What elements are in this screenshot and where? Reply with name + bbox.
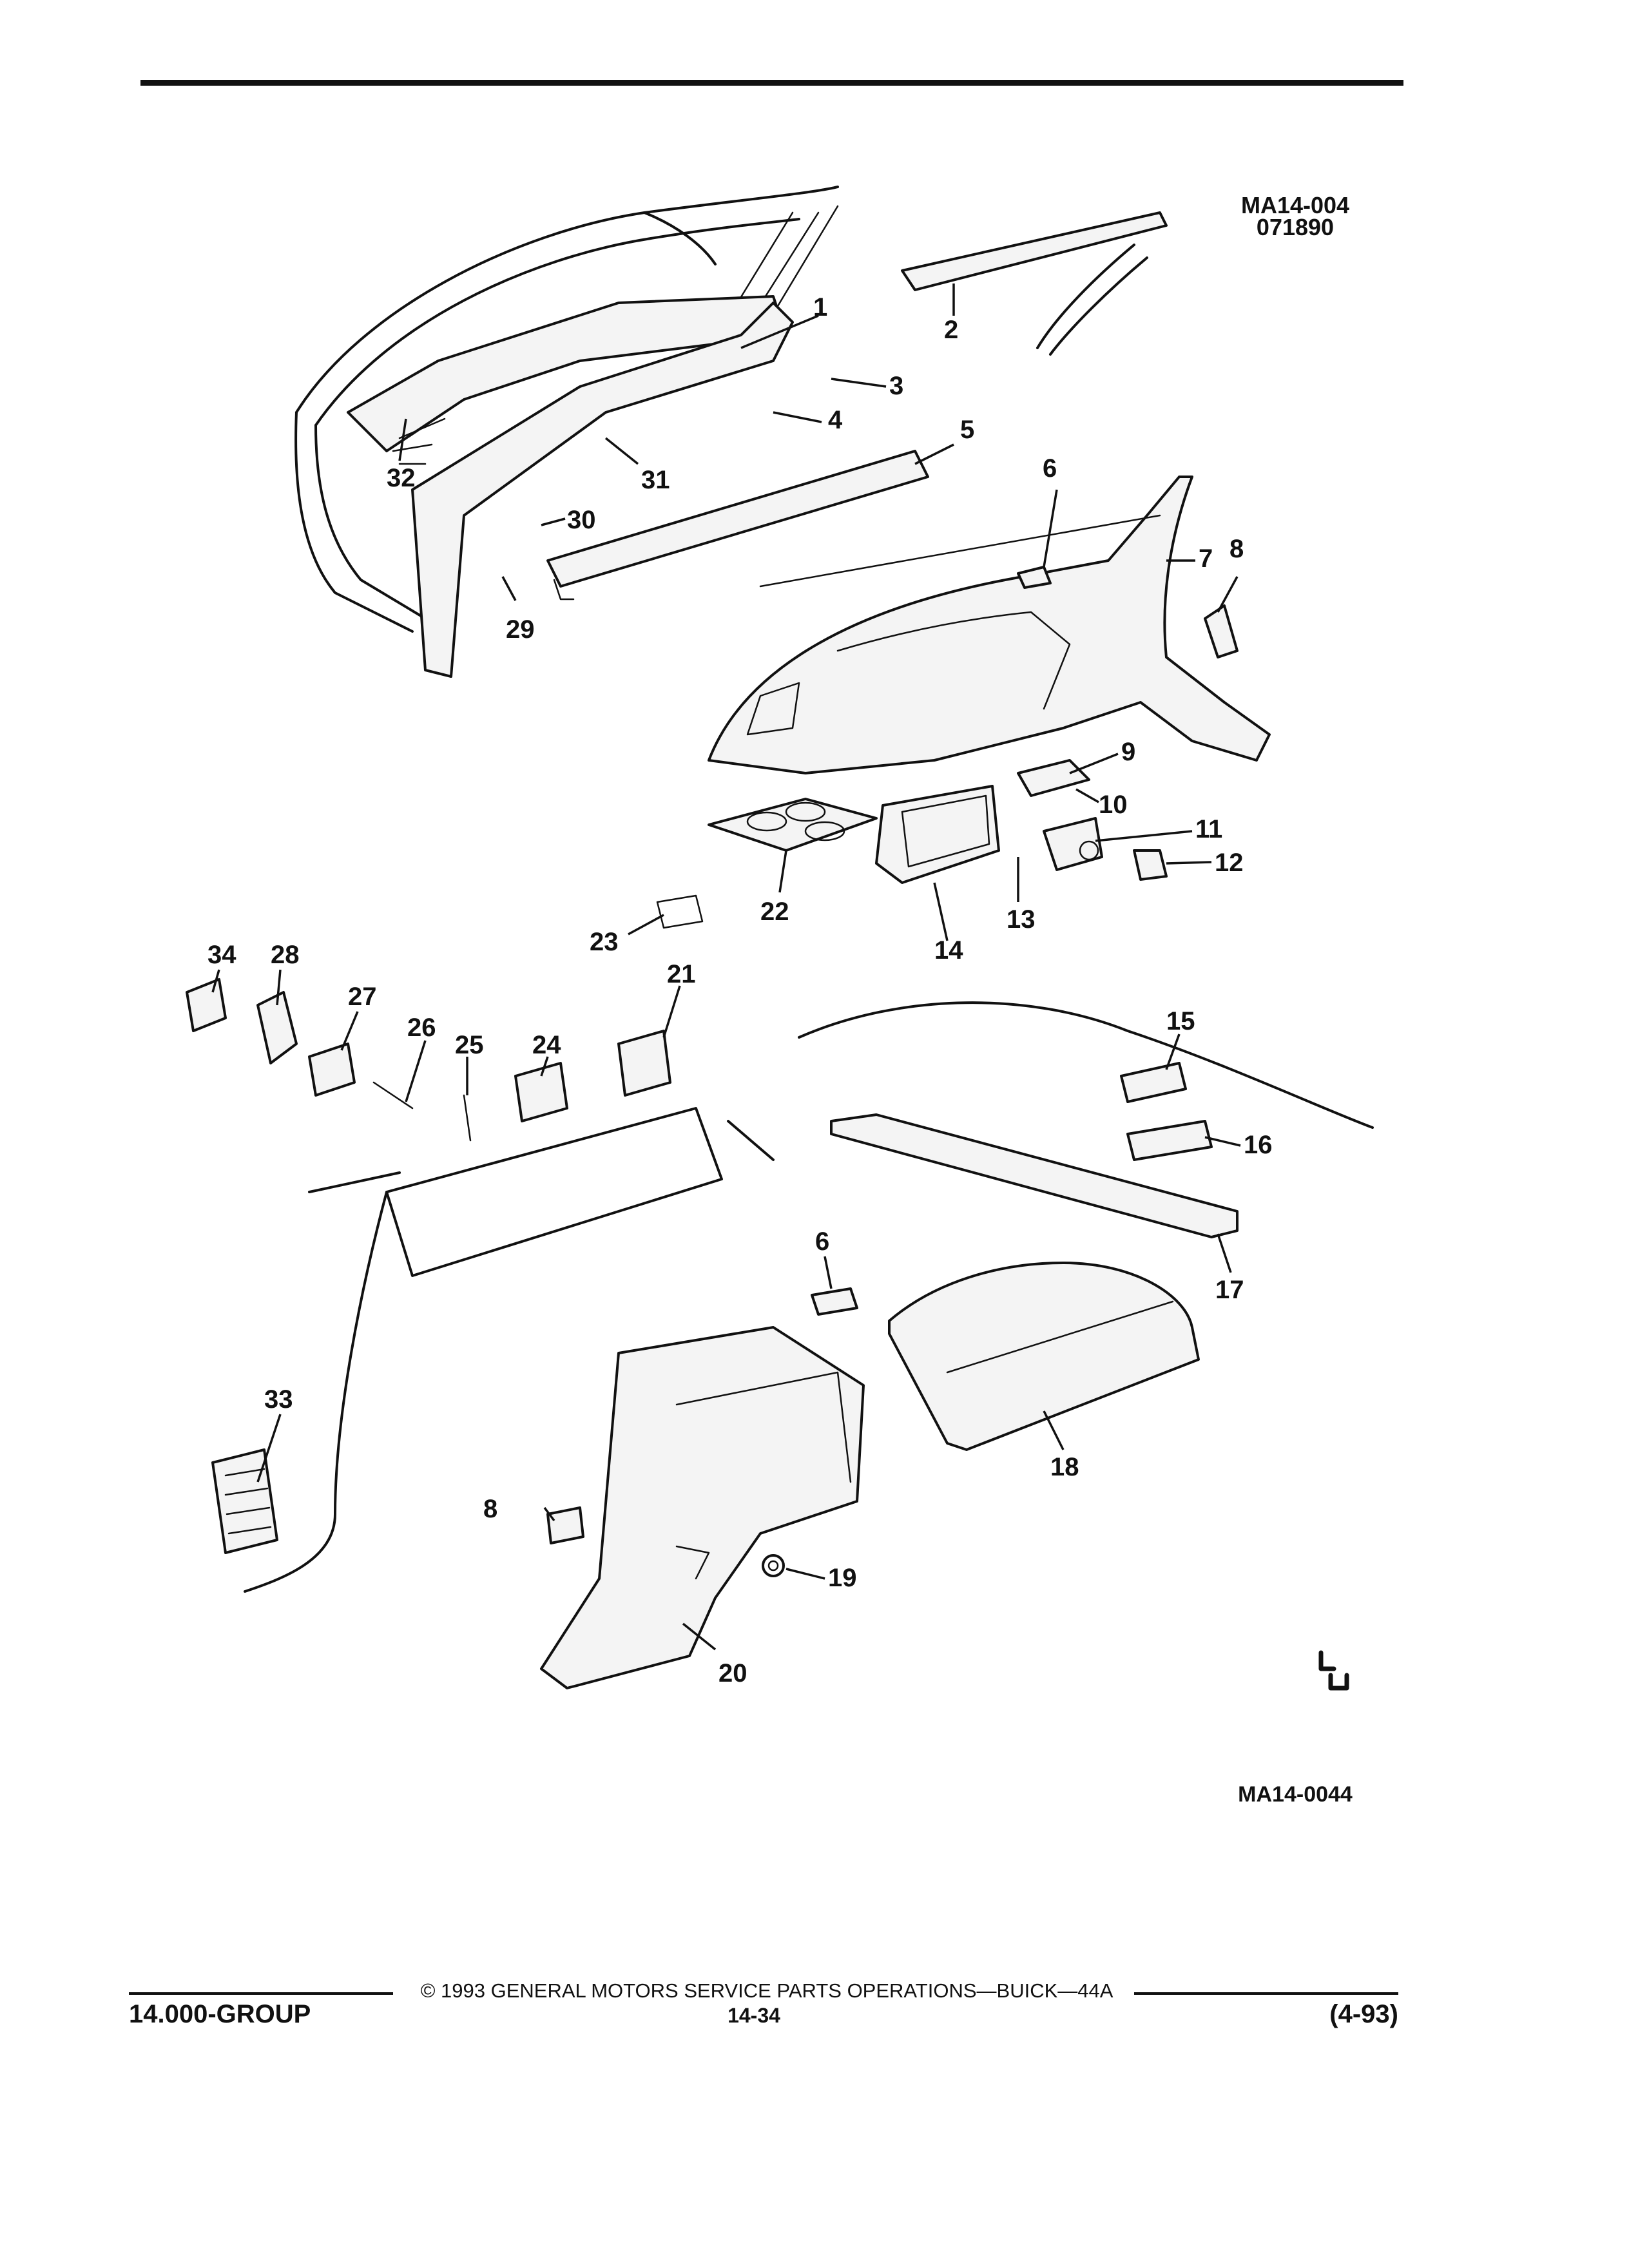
- callout-5: 5: [960, 416, 974, 444]
- callout-30: 30: [567, 506, 596, 534]
- callout-20: 20: [718, 1659, 747, 1687]
- callout-3: 3: [889, 372, 903, 400]
- callout-18: 18: [1050, 1453, 1079, 1481]
- footer-rule-right: [1134, 1992, 1398, 1995]
- part-18-lower-trim: [888, 1262, 1200, 1451]
- callout-23: 23: [590, 928, 619, 956]
- callout-29: 29: [506, 615, 535, 644]
- part-16-bracket: [1126, 1120, 1213, 1161]
- quarter-window-frame: [244, 1107, 775, 1593]
- callout-2: 2: [944, 316, 958, 344]
- footer-group: 14.000-GROUP: [129, 2000, 311, 2028]
- illustration-code: MA14-004: [1240, 192, 1350, 218]
- callout-19: 19: [828, 1564, 857, 1592]
- part-19-grommet: [762, 1554, 785, 1577]
- corner-mark-icon: [1318, 1650, 1349, 1691]
- callout-10: 10: [1099, 791, 1128, 819]
- part-6-pad-upper: [1017, 566, 1052, 589]
- callout-8-lower: 8: [483, 1495, 497, 1523]
- callout-9: 9: [1121, 738, 1135, 766]
- callout-11: 11: [1195, 815, 1222, 843]
- part-5-rail: [546, 450, 929, 601]
- part-8-pad-upper: [1204, 604, 1239, 658]
- part-33-vent: [211, 1448, 278, 1554]
- callout-4: 4: [828, 406, 843, 434]
- callout-33: 33: [264, 1385, 293, 1414]
- callout-22: 22: [760, 898, 789, 926]
- callout-21: 21: [667, 960, 696, 988]
- part-14-storage-pocket: [875, 785, 1000, 884]
- callout-12: 12: [1215, 849, 1244, 877]
- callouts: 1 2 3 4 5 6 7 8 9 10 11 12 13 14 15 16 1…: [207, 293, 1273, 1687]
- callout-13: 13: [1007, 905, 1036, 934]
- callout-14: 14: [934, 936, 963, 965]
- callout-25: 25: [455, 1031, 484, 1059]
- footer-rule-left: [129, 1992, 393, 1995]
- part-11-bracket: [1043, 817, 1103, 871]
- part-8-pad-lower: [546, 1506, 584, 1544]
- footer-revision: (4-93): [1329, 2000, 1398, 2028]
- part-20-lower-quarter-trim: [540, 1326, 865, 1689]
- part-15-hinge: [1120, 1062, 1187, 1103]
- callout-1: 1: [813, 293, 827, 322]
- part-17-rail: [830, 1113, 1239, 1238]
- callout-31: 31: [641, 466, 670, 494]
- callout-26: 26: [407, 1014, 436, 1042]
- leader-lines: [211, 284, 1241, 1651]
- callout-17: 17: [1215, 1276, 1244, 1304]
- callout-24: 24: [532, 1031, 561, 1059]
- part-10-latch: [1017, 759, 1090, 797]
- footer-copyright: © 1993 GENERAL MOTORS SERVICE PARTS OPER…: [420, 1979, 1113, 2002]
- part-12-knob: [1133, 849, 1168, 881]
- part-6-pad-lower: [811, 1287, 858, 1316]
- callout-16: 16: [1244, 1131, 1273, 1159]
- footer-page-number: 14-34: [728, 2004, 780, 2027]
- callout-28: 28: [271, 941, 300, 969]
- figure-id: MA14-0044: [1238, 1782, 1353, 1807]
- roof-rear-structure: [294, 186, 839, 633]
- callout-7: 7: [1199, 544, 1213, 573]
- fasteners-row: [186, 894, 704, 1142]
- part-7-quarter-trim-upper: [708, 476, 1271, 774]
- headliner-trim-panel: [347, 295, 794, 678]
- callout-8-upper: 8: [1229, 535, 1244, 563]
- callout-15: 15: [1166, 1007, 1195, 1035]
- callout-6-lower: 6: [815, 1227, 829, 1256]
- rear-deck-curve: [798, 1001, 1374, 1129]
- callout-34: 34: [207, 941, 236, 969]
- top-rule: [140, 80, 1403, 86]
- callout-32: 32: [387, 464, 416, 492]
- callout-6-upper: 6: [1043, 454, 1057, 483]
- part-22-cup-holder: [708, 798, 878, 852]
- callout-27: 27: [348, 983, 377, 1011]
- part-2-window-trim: [901, 211, 1168, 356]
- illustration-date: 071890: [1256, 214, 1335, 240]
